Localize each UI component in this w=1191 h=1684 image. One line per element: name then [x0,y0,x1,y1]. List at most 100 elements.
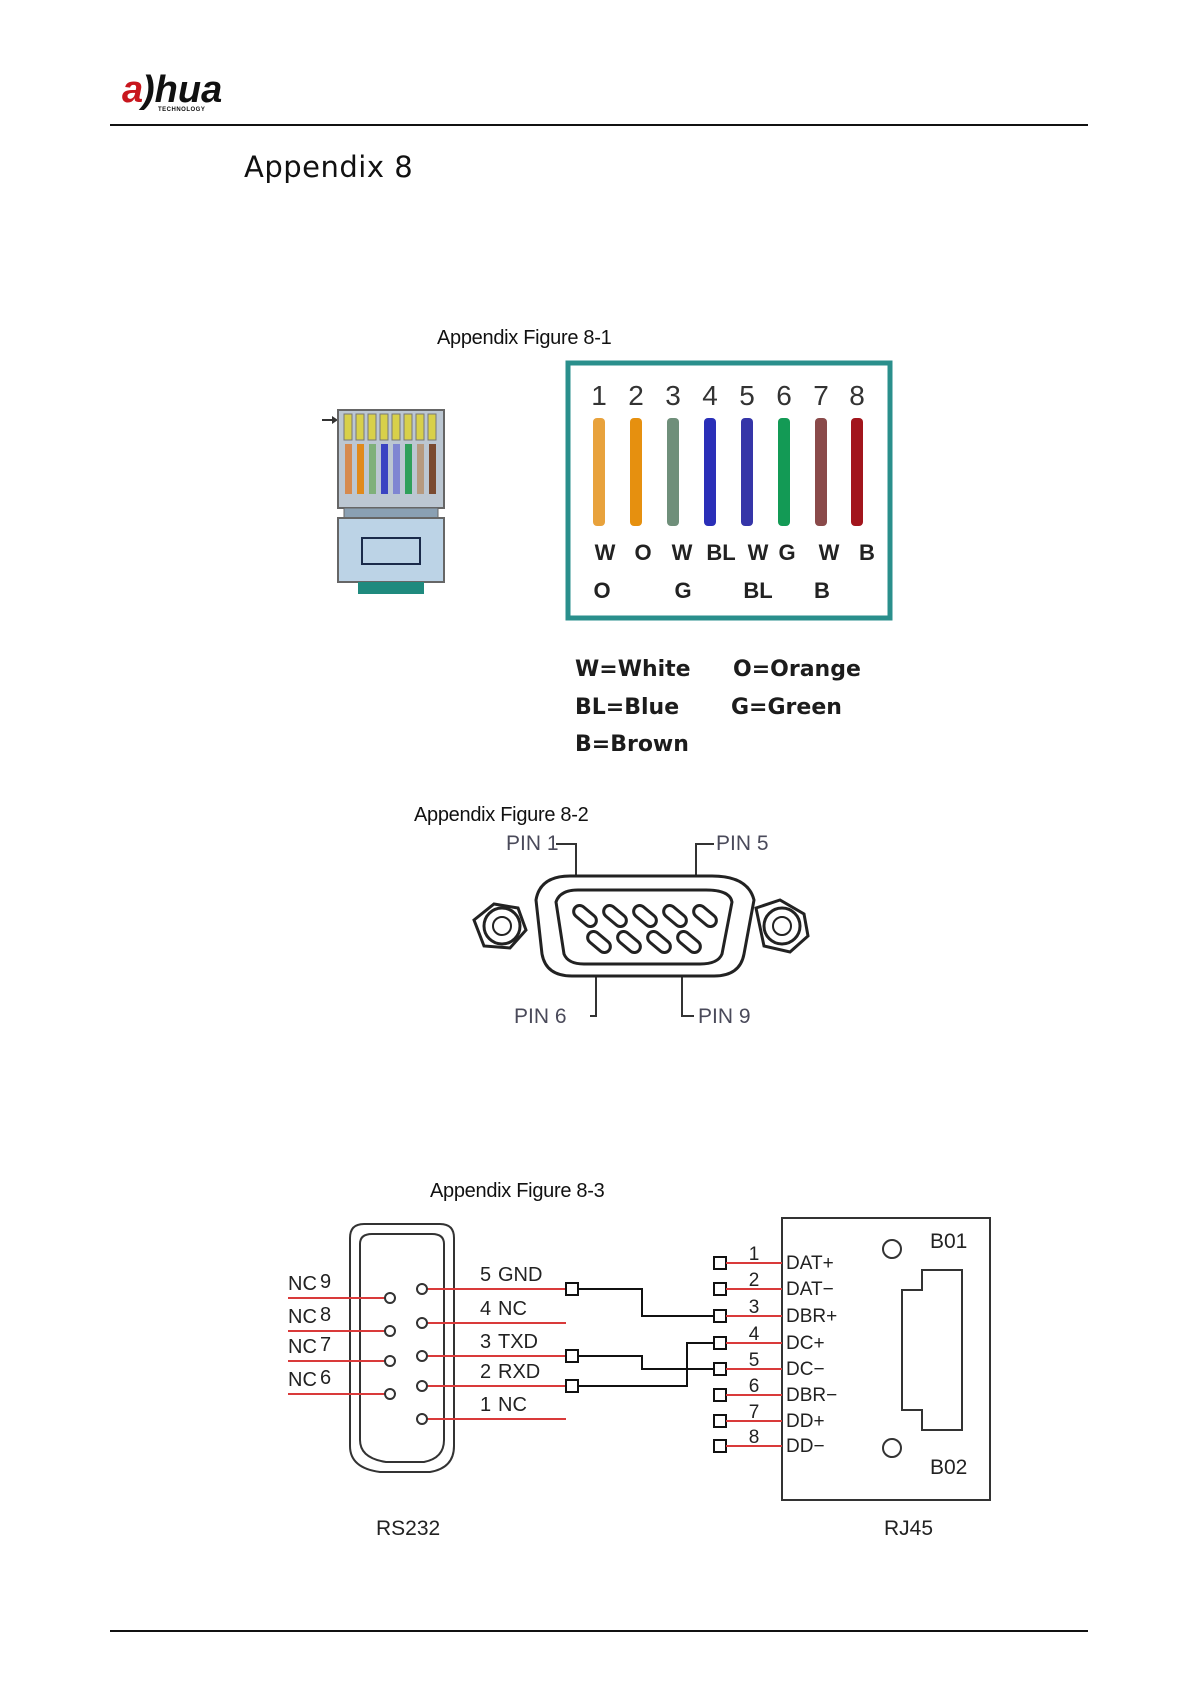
b02-label: B02 [930,1456,967,1479]
rs232-pin-number: 7 [320,1334,331,1356]
rs232-pin-name: NC [498,1298,527,1320]
legend-brown: B=Brown [575,732,689,757]
rj45-pin-name: DC+ [786,1333,825,1354]
rj45-pin-number: 8 [749,1427,760,1448]
wire-strand [704,418,716,526]
wire-code-label: BL [706,540,735,565]
pin-number: 2 [628,380,644,411]
pin-number: 8 [849,380,865,411]
figure1-caption: Appendix Figure 8-1 [437,327,612,349]
rs232-pin-name: NC [498,1394,527,1416]
header-rule [110,124,1088,126]
rs232-pin-name: RXD [498,1361,540,1383]
pin6-label: PIN 6 [514,1005,567,1028]
b01-label: B01 [930,1230,967,1253]
rj45-pin-number: 7 [749,1402,760,1423]
rs232-pin-number: 4 [480,1298,491,1320]
legend-blue: BL=Blue [575,695,680,720]
rs232-pin-name: NC [288,1306,317,1328]
wire-strand [778,418,790,526]
figure3-caption: Appendix Figure 8-3 [430,1180,605,1202]
rj45-terminal [713,1414,727,1428]
rs232-pin-name: NC [288,1273,317,1295]
wire-code-label: O [634,540,651,565]
pin9-label: PIN 9 [698,1005,751,1028]
rj45-pin-number: 6 [749,1376,760,1397]
pin-number: 3 [665,380,681,411]
pin5-label: PIN 5 [716,832,769,855]
rs232-pin-number: 2 [480,1361,491,1383]
rj45-terminal [713,1388,727,1402]
rj45-label: RJ45 [884,1517,933,1540]
wire-strand [815,418,827,526]
rj45-pin-number: 5 [749,1350,760,1371]
rj45-plug-illustration [322,409,445,594]
section-title: Appendix 8 [244,150,414,184]
wire-strand [741,418,753,526]
rs232-pin-name: NC [288,1336,317,1358]
wire-code-label: B [859,540,875,565]
rs232-pin-number: 3 [480,1331,491,1353]
rs232-pin [384,1388,396,1400]
wire-code-label: G [778,540,795,565]
rs232-pin-number: 1 [480,1394,491,1416]
rj45-pin-number: 4 [749,1324,760,1345]
svg-text:a: a [122,70,143,111]
rs232-pin [416,1283,428,1295]
rj45-pin-name: DBR+ [786,1306,837,1327]
rs232-label: RS232 [376,1517,440,1540]
footer-rule [110,1630,1088,1632]
rj45-terminal [713,1282,727,1296]
rs232-pin [384,1292,396,1304]
rj45-pin-number: 2 [749,1270,760,1291]
rs232-pin [384,1325,396,1337]
pin-number: 5 [739,380,755,411]
rj45-terminal [713,1362,727,1376]
rj45-terminal [713,1439,727,1453]
wire-code-label: O [593,578,610,603]
pin-number: 6 [776,380,792,411]
brand-logo: a )hua TECHNOLOGY [122,69,262,120]
logo-subtext: TECHNOLOGY [158,107,206,113]
rs232-pin-number: 5 [480,1264,491,1286]
pin1-label: PIN 1 [506,832,559,855]
pin-number: 1 [591,380,607,411]
legend-white: W=White [575,657,691,682]
legend-green: G=Green [731,695,842,720]
wire-code-label: B [814,578,830,603]
rj45-pin-number: 1 [749,1244,760,1265]
rs232-pin-number: 9 [320,1271,331,1293]
rs232-pin [416,1380,428,1392]
rs232-pin-name: NC [288,1369,317,1391]
pin-number: 7 [813,380,829,411]
wire-strand [593,418,605,526]
rj45-pin-name: DAT− [786,1279,834,1300]
wire-strand [630,418,642,526]
rs232-pin [416,1317,428,1329]
wire-strand [851,418,863,526]
rj45-pin-name: DD− [786,1436,825,1457]
wire-code-label: G [674,578,691,603]
wire-code-label: BL [743,578,772,603]
rj45-pin-name: DC− [786,1359,825,1380]
svg-text:)hua: )hua [138,70,222,111]
wire-code-label: W [672,540,693,565]
wire-code-label: W [595,540,616,565]
rj45-terminal [713,1256,727,1270]
pin-number: 4 [702,380,718,411]
rj45-pin-number: 3 [749,1297,760,1318]
legend-orange: O=Orange [733,657,861,682]
wire-code-label: W [748,540,769,565]
rj45-pin-name: DD+ [786,1411,825,1432]
rs232-pin-number: 6 [320,1367,331,1389]
rj45-terminal [713,1336,727,1350]
figure2-caption: Appendix Figure 8-2 [414,804,589,826]
rj45-pin-name: DAT+ [786,1253,834,1274]
wire-code-label: W [819,540,840,565]
db9-connector-illustration: PIN 1 PIN 5 PIN 6 PIN 9 [472,832,810,1028]
rs232-pin-name: TXD [498,1331,538,1353]
rs232-pin [416,1350,428,1362]
rs232-pin-name: GND [498,1264,542,1286]
